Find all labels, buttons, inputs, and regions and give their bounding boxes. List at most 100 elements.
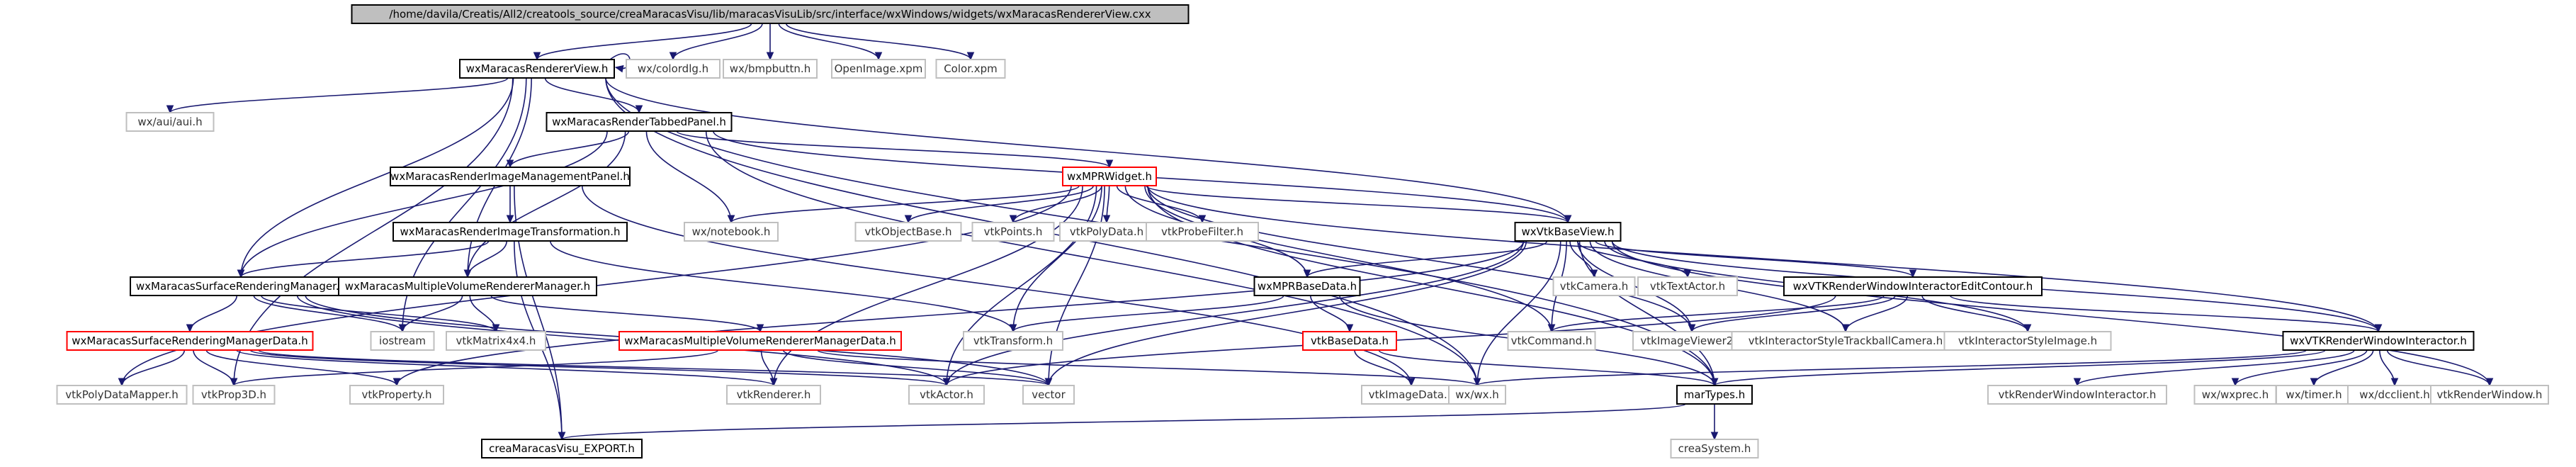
edge-line — [1845, 295, 1909, 332]
edge-arrowhead — [1710, 378, 1719, 387]
edge-arrowhead — [614, 64, 624, 73]
edge-line — [1611, 240, 2490, 386]
node-points[interactable]: vtkPoints.h — [971, 222, 1055, 242]
node-renderer[interactable]: vtkRenderer.h — [726, 385, 821, 405]
node-colorxpm[interactable]: Color.xpm — [935, 59, 1006, 79]
edge-line — [121, 349, 186, 386]
node-pdmapper[interactable]: vtkPolyDataMapper.h — [56, 385, 188, 405]
edge-line — [908, 185, 1095, 223]
node-matrix[interactable]: vtkMatrix4x4.h — [446, 331, 546, 351]
edge-line — [1595, 240, 1914, 278]
node-notebook[interactable]: wx/notebook.h — [684, 222, 779, 242]
edge-line — [1048, 240, 1527, 386]
node-label: creaSystem.h — [1678, 442, 1751, 455]
edge-line — [730, 185, 1080, 223]
node-transform[interactable]: vtkTransform.h — [963, 331, 1063, 351]
node-bmpbuttn[interactable]: wx/bmpbuttn.h — [723, 59, 818, 79]
node-textactor[interactable]: vtkTextActor.h — [1637, 276, 1738, 296]
node-mvrmd[interactable]: wxMaracasMultipleVolumeRendererManagerDa… — [618, 331, 902, 351]
node-label: wx/aui/aui.h — [137, 116, 202, 128]
node-mpr[interactable]: wxMPRWidget.h — [1062, 167, 1157, 186]
node-box — [481, 439, 643, 458]
node-label: vtkRenderer.h — [737, 388, 811, 401]
node-rimp[interactable]: wxMaracasRenderImageManagementPanel.h — [390, 167, 631, 186]
edge-line — [605, 77, 1569, 223]
node-polydata[interactable]: vtkPolyData.h — [1059, 222, 1154, 242]
edge-line — [1378, 349, 1715, 386]
node-box — [684, 222, 779, 242]
node-aui[interactable]: wx/aui/aui.h — [125, 112, 215, 132]
edge-arrowhead — [1102, 215, 1111, 224]
node-label: vtkRenderWindowInteractor.h — [1999, 388, 2157, 401]
node-timer[interactable]: wx/timer.h — [2276, 385, 2352, 405]
node-box — [723, 59, 818, 79]
edge-arrowhead — [766, 52, 774, 61]
node-box — [618, 331, 902, 351]
node-box — [1987, 385, 2167, 405]
edge-arrowhead — [1688, 324, 1696, 333]
node-mprbase[interactable]: wxMPRBaseData.h — [1253, 276, 1361, 296]
node-iv2[interactable]: vtkImageViewer2.h — [1632, 331, 1751, 351]
edge-root-to-colordlg — [669, 23, 763, 61]
node-colordlg[interactable]: wx/colordlg.h — [626, 59, 721, 79]
node-openimage[interactable]: OpenImage.xpm — [831, 59, 926, 79]
node-imagedata[interactable]: vtkImageData.h — [1361, 385, 1462, 405]
edge-arrowhead — [558, 432, 566, 441]
edge-rwi-to-wxprec — [2231, 349, 2368, 387]
node-creasystem[interactable]: creaSystem.h — [1670, 439, 1759, 458]
node-dcclient[interactable]: wx/dcclient.h — [2347, 385, 2442, 405]
node-label: wxVTKRenderWindowInteractorEditContour.h — [1793, 280, 2033, 293]
node-isi[interactable]: vtkInteractorStyleImage.h — [1943, 331, 2112, 351]
node-vector[interactable]: vector — [1022, 385, 1075, 405]
edge-line — [946, 185, 1097, 386]
edge-rv-to-aui — [166, 77, 509, 114]
node-camera[interactable]: vtkCamera.h — [1552, 276, 1636, 296]
node-label: wxMaracasSurfaceRenderingManagerData.h — [72, 334, 307, 347]
node-property[interactable]: vtkProperty.h — [349, 385, 444, 405]
node-actor[interactable]: vtkActor.h — [908, 385, 985, 405]
node-root[interactable]: /home/davila/Creatis/All2/creatools_sour… — [351, 4, 1190, 24]
edge-arrowhead — [2231, 378, 2239, 387]
node-box — [1637, 276, 1738, 296]
node-box — [1507, 331, 1596, 351]
edge-line — [240, 240, 490, 278]
edge-basedata-to-imagedata — [1354, 349, 1416, 387]
node-iostream[interactable]: iostream — [370, 331, 435, 351]
node-srm[interactable]: wxMaracasSurfaceRenderingManager.h — [130, 276, 352, 296]
node-rv[interactable]: wxMaracasRendererView.h — [459, 59, 615, 79]
node-probe[interactable]: vtkProbeFilter.h — [1146, 222, 1259, 242]
edge-root-to-openimage — [778, 23, 883, 61]
node-srmd[interactable]: wxMaracasSurfaceRenderingManagerData.h — [66, 331, 314, 351]
node-istc[interactable]: vtkInteractorStyleTrackballCamera.h — [1731, 331, 1960, 351]
node-layer: /home/davila/Creatis/All2/creatools_sour… — [56, 4, 2549, 458]
node-objbase[interactable]: vtkObjectBase.h — [854, 222, 962, 242]
node-box — [1448, 385, 1506, 405]
node-label: wx/dcclient.h — [2359, 388, 2429, 401]
edge-line — [509, 130, 630, 168]
edge-arrowhead — [635, 105, 643, 114]
edge-line — [778, 23, 879, 60]
node-prop3d[interactable]: vtkProp3D.h — [192, 385, 276, 405]
node-rwinter[interactable]: vtkRenderWindowInteractor.h — [1987, 385, 2167, 405]
node-basedata[interactable]: vtkBaseData.h — [1302, 331, 1397, 351]
node-label: wx/wxprec.h — [2202, 388, 2269, 401]
node-rwi[interactable]: wxVTKRenderWindowInteractor.h — [2282, 331, 2475, 351]
node-vbv[interactable]: wxVtkBaseView.h — [1514, 222, 1622, 242]
node-wxh[interactable]: wx/wx.h — [1448, 385, 1506, 405]
node-renderwindow[interactable]: vtkRenderWindow.h — [2430, 385, 2549, 405]
node-rwiec[interactable]: wxVTKRenderWindowInteractorEditContour.h — [1783, 276, 2043, 296]
node-wxprec[interactable]: wx/wxprec.h — [2193, 385, 2277, 405]
edge-arrowhead — [1909, 269, 1917, 278]
edge-line — [1145, 185, 1569, 223]
node-label: vtkTextActor.h — [1650, 280, 1725, 293]
node-command[interactable]: vtkCommand.h — [1507, 331, 1596, 351]
node-rtp[interactable]: wxMaracasRenderTabbedPanel.h — [546, 112, 733, 132]
node-label: wx/notebook.h — [692, 225, 771, 238]
node-mvrm[interactable]: wxMaracasMultipleVolumeRendererManager.h — [338, 276, 597, 296]
node-rit[interactable]: wxMaracasRenderImageTransformation.h — [392, 222, 628, 242]
node-export[interactable]: creaMaracasVisu_EXPORT.h — [481, 439, 643, 458]
node-martypes[interactable]: marTypes.h — [1676, 385, 1753, 405]
node-box — [192, 385, 276, 405]
edge-arrowhead — [2073, 378, 2081, 387]
edge-arrowhead — [2374, 324, 2383, 333]
